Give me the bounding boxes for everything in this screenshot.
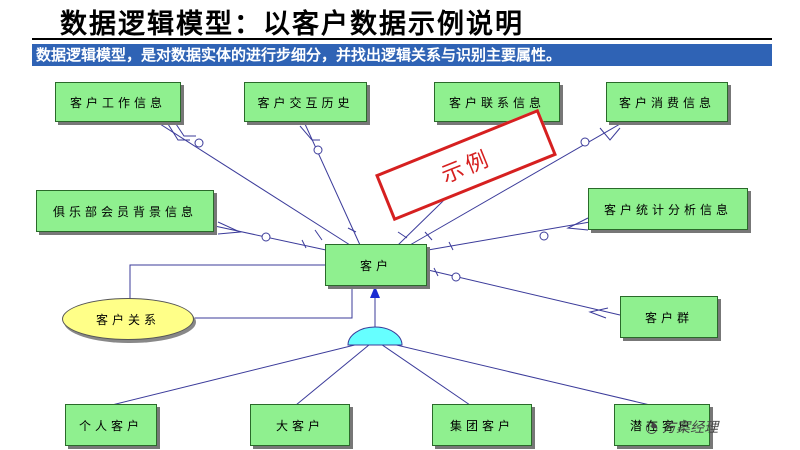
inheritance-arrow-icon bbox=[370, 286, 380, 298]
inheritance-node-icon bbox=[347, 326, 403, 346]
entity-group-customer[interactable]: 集团客户 bbox=[432, 404, 532, 446]
entity-customer-group[interactable]: 客户群 bbox=[620, 296, 718, 338]
title-underline bbox=[32, 38, 772, 40]
entity-major-customer[interactable]: 大客户 bbox=[250, 404, 350, 446]
watermark-label: 方案经理 bbox=[662, 420, 719, 436]
entity-club-member-background-info[interactable]: 俱乐部会员背景信息 bbox=[36, 190, 214, 232]
entity-customer-interaction-history[interactable]: 客户交互历史 bbox=[244, 82, 367, 122]
entity-customer-work-info[interactable]: 客户工作信息 bbox=[55, 82, 181, 122]
entity-customer[interactable]: 客户 bbox=[325, 244, 427, 286]
entity-customer-stat-analysis-info[interactable]: 客户统计分析信息 bbox=[588, 188, 748, 230]
watermark: ◔ 方案经理 bbox=[645, 417, 718, 437]
relationship-customer-relationship[interactable]: 客户关系 bbox=[62, 298, 194, 340]
subtitle-banner: 数据逻辑模型，是对数据实体的进行步细分，并找出逻辑关系与识别主要属性。 bbox=[32, 44, 772, 66]
entity-customer-consumption-info[interactable]: 客户消费信息 bbox=[606, 82, 728, 122]
entity-individual-customer[interactable]: 个人客户 bbox=[65, 404, 157, 446]
entity-potential-customer[interactable]: 潜在客户 bbox=[614, 404, 710, 446]
wechat-icon: ◔ bbox=[645, 418, 659, 436]
page-title: 数据逻辑模型：以客户数据示例说明 bbox=[60, 9, 524, 40]
